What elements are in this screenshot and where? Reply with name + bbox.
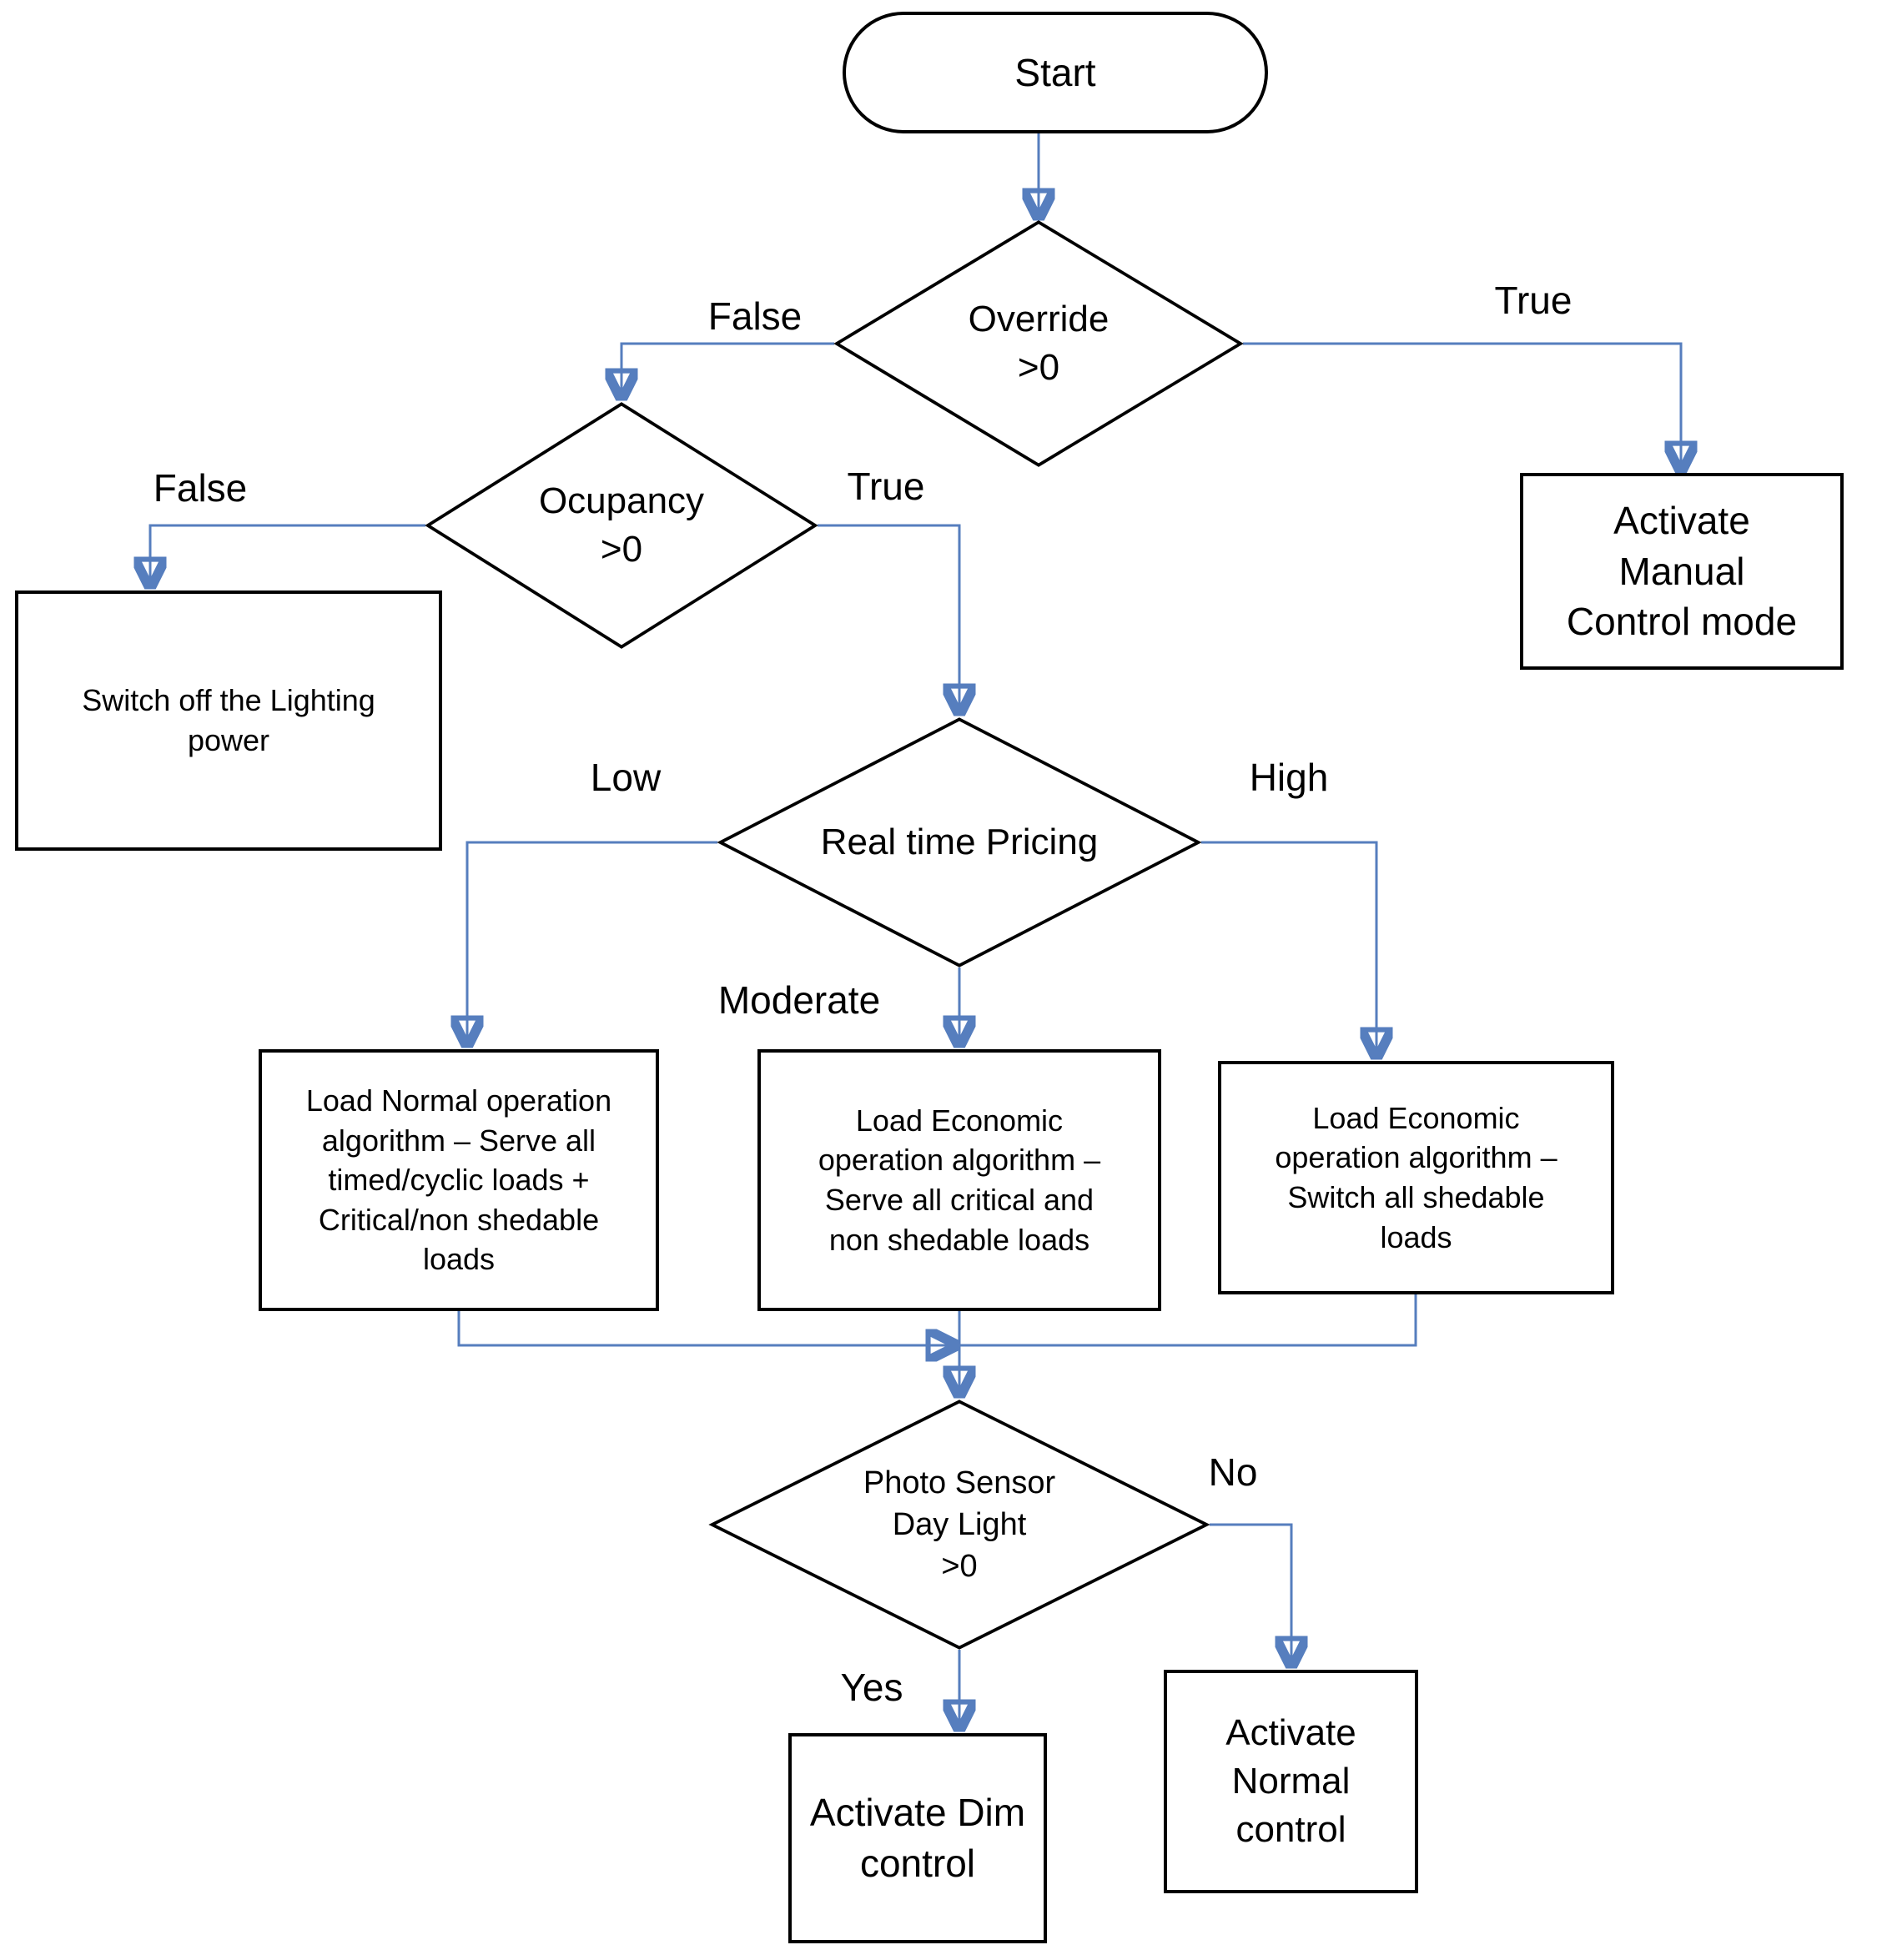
start-label: Start: [1014, 50, 1096, 94]
diamond-shape: [709, 1400, 1210, 1650]
edge-pricing-high: [1201, 841, 1376, 1058]
decision-photo-sensor-label: Photo Sensor Day Light >0: [863, 1465, 1056, 1585]
edge-label-override-false: False: [707, 294, 803, 338]
process-switch-off-lighting-label: Switch off the Lighting power: [82, 683, 375, 757]
edge-label-override-true: True: [1494, 279, 1573, 322]
diamond-shape: [717, 717, 1201, 967]
decision-real-time-pricing: Real time Pricing: [717, 717, 1201, 967]
edge-ocupancy-true: [818, 524, 959, 714]
edge-ocupancy-false: [150, 524, 425, 587]
process-dim-control: Activate Dim control: [788, 1733, 1047, 1943]
decision-ocupancy: Ocupancy >0: [425, 402, 818, 649]
process-load-normal: Load Normal operation algorithm – Serve …: [259, 1049, 659, 1311]
edge-label-pricing-low: Low: [590, 756, 662, 799]
process-normal-control-label: Activate Normal control: [1225, 1711, 1356, 1851]
process-load-normal-label: Load Normal operation algorithm – Serve …: [305, 1083, 612, 1277]
process-load-economic-moderate: Load Economic operation algorithm – Serv…: [757, 1049, 1161, 1311]
edge-label-pricing-moderate: Moderate: [717, 978, 881, 1022]
process-normal-control: Activate Normal control: [1164, 1670, 1418, 1893]
diamond-shape: [834, 220, 1243, 467]
edge-label-pricing-high: High: [1249, 756, 1329, 799]
decision-override: Override >0: [834, 220, 1243, 467]
process-load-economic-high-label: Load Economic operation algorithm – Swit…: [1275, 1100, 1557, 1254]
start-node: Start: [843, 12, 1268, 133]
edge-override-false: [621, 342, 834, 399]
diamond-shape: [425, 402, 818, 649]
process-dim-control-label: Activate Dim control: [809, 1791, 1026, 1885]
decision-photo-sensor: Photo Sensor Day Light >0: [709, 1400, 1210, 1650]
edge-label-ocupancy-true: True: [847, 465, 925, 508]
decision-real-time-pricing-label: Real time Pricing: [820, 821, 1099, 862]
process-load-economic-moderate-label: Load Economic operation algorithm – Serv…: [818, 1103, 1101, 1257]
process-load-economic-high: Load Economic operation algorithm – Swit…: [1218, 1061, 1614, 1294]
edge-label-ocupancy-false: False: [153, 466, 248, 510]
edge-pricing-low: [467, 841, 717, 1046]
process-manual-control: Activate Manual Control mode: [1520, 473, 1844, 670]
process-switch-off-lighting: Switch off the Lighting power: [15, 591, 442, 851]
edge-override-true: [1243, 342, 1681, 471]
edge-label-daylight-no: No: [1208, 1450, 1258, 1494]
edge-daylight-no: [1210, 1523, 1291, 1666]
edge-label-daylight-yes: Yes: [840, 1666, 903, 1709]
decision-ocupancy-label: Ocupancy >0: [538, 480, 705, 570]
decision-override-label: Override >0: [968, 298, 1110, 388]
process-manual-control-label: Activate Manual Control mode: [1566, 498, 1798, 644]
